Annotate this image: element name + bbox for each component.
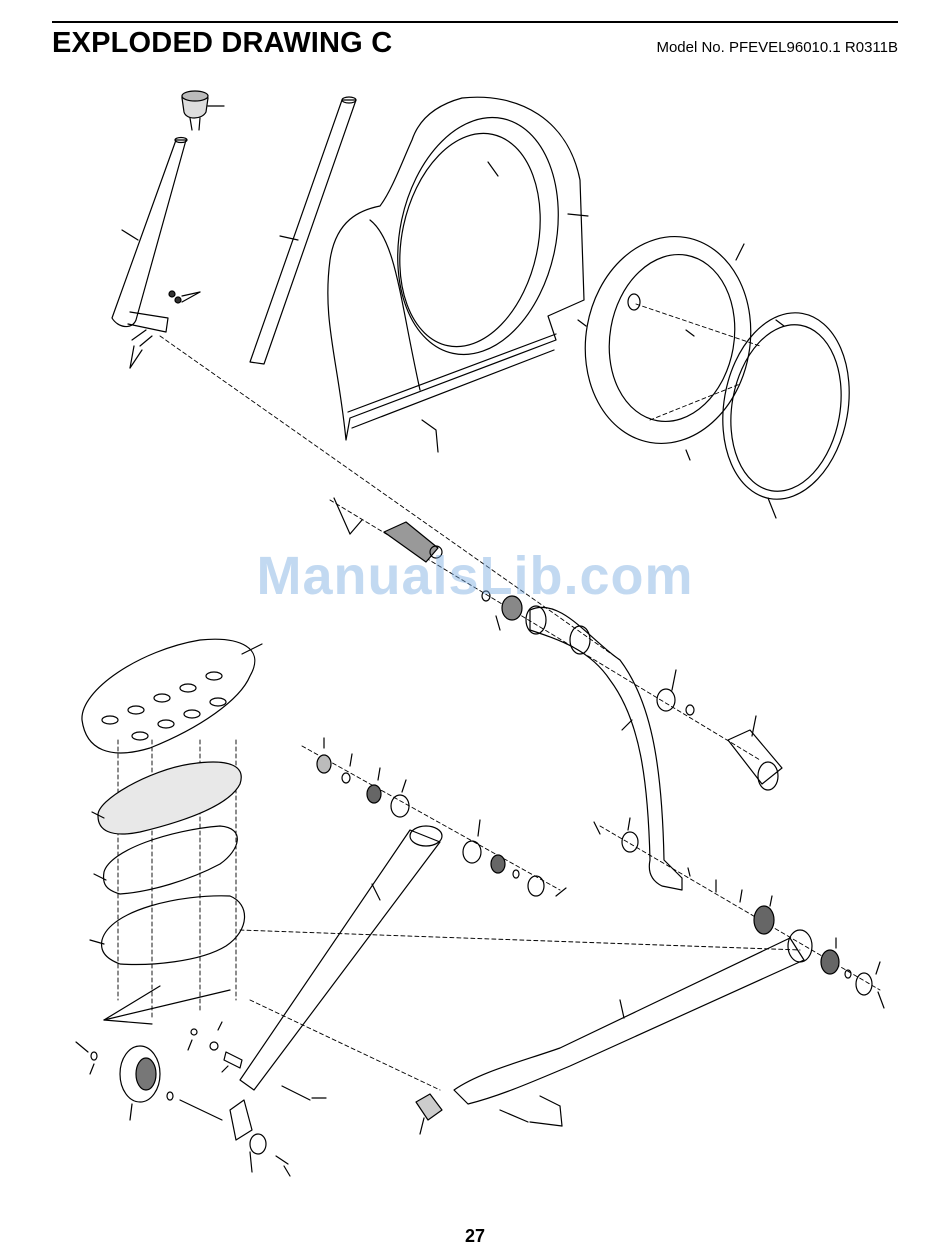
center-arm: [230, 826, 442, 1140]
rear-arm: [454, 930, 812, 1104]
ring-cover: [569, 223, 784, 460]
pedal-top: [82, 639, 262, 753]
left-handlebar: [112, 91, 224, 332]
pedal-grip: [90, 762, 245, 1024]
right-end-parts: [657, 670, 782, 790]
assembly-guides: [118, 304, 880, 1090]
page-number: 27: [0, 1226, 950, 1247]
pedal-holes: [102, 672, 226, 740]
front-wheel: [76, 1042, 222, 1120]
right-small-parts: [594, 818, 884, 1008]
main-shroud: [328, 97, 588, 452]
lower-fasteners: [188, 1022, 326, 1176]
watermark: ManualsLib.com: [0, 545, 950, 607]
rear-fasteners: [416, 1094, 562, 1134]
disc-cover: [709, 303, 864, 518]
